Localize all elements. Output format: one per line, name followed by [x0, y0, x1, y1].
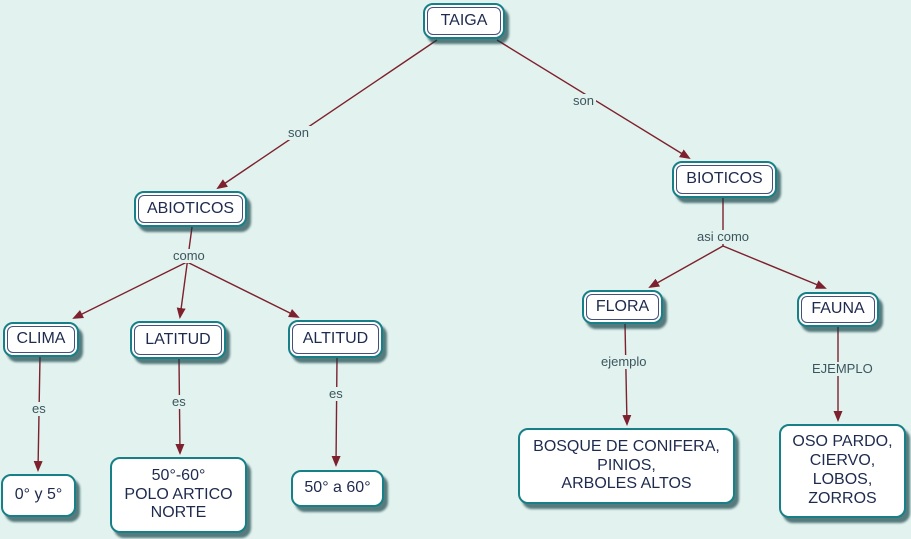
node-clima[interactable]: CLIMA [3, 322, 79, 357]
edge-label-ejemplo-fauna[interactable]: EJEMPLO [810, 361, 875, 377]
node-latitud[interactable]: LATITUD [130, 321, 226, 359]
edge-label-son-left[interactable]: son [286, 125, 311, 141]
node-bioticos[interactable]: BIOTICOS [672, 161, 777, 198]
node-fauna-value[interactable]: OSO PARDO, CIERVO, LOBOS, ZORROS [779, 424, 906, 518]
node-altitud[interactable]: ALTITUD [288, 320, 383, 358]
node-fauna[interactable]: FAUNA [797, 292, 879, 327]
node-flora[interactable]: FLORA [582, 290, 663, 324]
edge-label-es-latitud[interactable]: es [170, 394, 188, 410]
edge-label-son-right[interactable]: son [571, 93, 596, 109]
node-latitud-value[interactable]: 50°-60° POLO ARTICO NORTE [110, 457, 247, 533]
edge-label-asi-como[interactable]: asi como [695, 229, 752, 245]
node-flora-value[interactable]: BOSQUE DE CONIFERA, PINIOS, ARBOLES ALTO… [518, 428, 735, 504]
node-abioticos[interactable]: ABIOTICOS [134, 191, 247, 227]
edge-label-ejemplo-flora[interactable]: ejemplo [599, 354, 649, 370]
edge-label-como[interactable]: como [171, 248, 207, 264]
edge-label-es-altitud[interactable]: es [327, 386, 345, 402]
node-clima-value[interactable]: 0° y 5° [1, 474, 76, 517]
edge-label-es-clima[interactable]: es [30, 401, 48, 417]
node-altitud-value[interactable]: 50° a 60° [291, 470, 384, 507]
node-taiga[interactable]: TAIGA [423, 3, 505, 39]
